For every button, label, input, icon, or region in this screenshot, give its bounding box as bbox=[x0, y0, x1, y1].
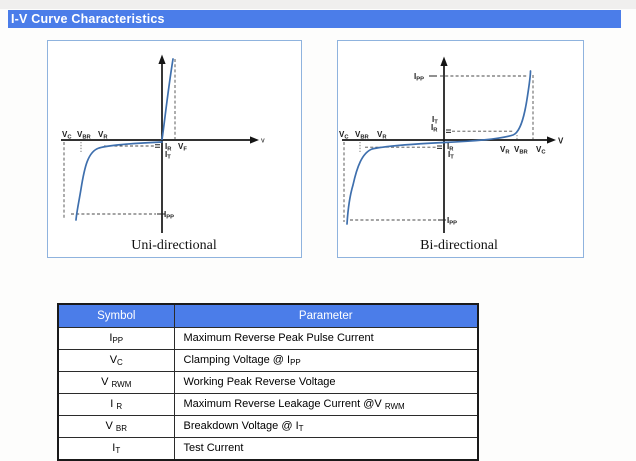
uni-directional-curve-svg: V VC VBR VR IR VF IT IPP Uni-directional bbox=[61, 54, 265, 253]
parameter-cell: Test Current bbox=[173, 437, 479, 461]
symbol-cell: VC bbox=[57, 349, 175, 372]
table-row: IPP Maximum Reverse Peak Pulse Current bbox=[57, 327, 479, 350]
peak-pulse-current-label: IPP bbox=[164, 210, 174, 220]
bidirectional-iv-curve bbox=[346, 70, 532, 225]
symbol-cell: V BR bbox=[57, 415, 175, 438]
table-row: V BR Breakdown Voltage @ IT bbox=[57, 415, 479, 438]
voltage-axis-label: V bbox=[261, 139, 265, 145]
breakdown-voltage-label: VBR bbox=[77, 130, 92, 140]
left-breakdown-voltage-label: VBR bbox=[355, 130, 370, 140]
table-header-row: Symbol Parameter bbox=[57, 303, 479, 328]
clamping-voltage-label: VC bbox=[62, 130, 72, 140]
current-axis-arrowhead bbox=[440, 56, 448, 66]
uni-directional-figure: V VC VBR VR IR VF IT IPP Uni-directional bbox=[47, 40, 302, 258]
parameter-cell: Breakdown Voltage @ IT bbox=[173, 415, 479, 438]
table-row: V RWM Working Peak Reverse Voltage bbox=[57, 371, 479, 394]
right-working-voltage-label: VR bbox=[500, 145, 510, 155]
bi-directional-caption: Bi-directional bbox=[420, 238, 498, 253]
reverse-breakdown-curve bbox=[75, 141, 163, 221]
parameter-cell: Working Peak Reverse Voltage bbox=[173, 371, 479, 394]
right-clamping-voltage-label: VC bbox=[536, 145, 546, 155]
parameter-cell: Clamping Voltage @ IPP bbox=[173, 349, 479, 372]
forward-conduction-curve bbox=[161, 58, 174, 141]
parameter-cell: Maximum Reverse Peak Pulse Current bbox=[173, 327, 479, 350]
working-voltage-label: VR bbox=[98, 130, 108, 140]
left-working-voltage-label: VR bbox=[377, 130, 387, 140]
upper-leakage-equals-tick bbox=[446, 129, 451, 133]
forward-voltage-label: VF bbox=[178, 142, 187, 152]
table-row: I R Maximum Reverse Leakage Current @V R… bbox=[57, 393, 479, 416]
symbol-cell: IPP bbox=[57, 327, 175, 350]
symbol-cell: V RWM bbox=[57, 371, 175, 394]
upper-test-current-label: IT bbox=[432, 115, 438, 125]
parameter-cell: Maximum Reverse Leakage Current @V RWM bbox=[173, 393, 479, 416]
voltage-axis-arrowhead bbox=[547, 136, 556, 144]
lower-leakage-current-label: IR bbox=[447, 142, 454, 152]
table-row: IT Test Current bbox=[57, 437, 479, 461]
voltage-axis-label: V bbox=[558, 137, 564, 146]
upper-leakage-current-label: IR bbox=[431, 123, 438, 133]
right-breakdown-voltage-label: VBR bbox=[514, 145, 529, 155]
symbol-cell: I R bbox=[57, 393, 175, 416]
test-current-label: IT bbox=[165, 150, 171, 160]
page-top-margin bbox=[0, 0, 636, 9]
voltage-axis-arrowhead bbox=[250, 136, 259, 144]
current-axis-arrowhead bbox=[158, 54, 166, 64]
symbol-cell: IT bbox=[57, 437, 175, 461]
parameter-column-header: Parameter bbox=[173, 303, 479, 328]
section-title: I-V Curve Characteristics bbox=[11, 12, 165, 26]
lower-test-current-label: IT bbox=[448, 150, 454, 160]
bottom-peak-pulse-current-label: IPP bbox=[447, 216, 457, 226]
left-clamping-voltage-label: VC bbox=[339, 130, 349, 140]
lower-leakage-equals-tick bbox=[437, 145, 442, 149]
bi-directional-curve-svg: V VC VBR VR VR VBR VC IPP IT IR bbox=[339, 56, 564, 253]
bi-directional-figure: V VC VBR VR VR VBR VC IPP IT IR bbox=[337, 40, 584, 258]
section-header-bar: I-V Curve Characteristics bbox=[8, 10, 621, 28]
parameter-table: Symbol Parameter IPP Maximum Reverse Pea… bbox=[57, 303, 479, 461]
leakage-current-label: IR bbox=[165, 142, 172, 152]
symbol-column-header: Symbol bbox=[57, 303, 175, 328]
top-peak-pulse-current-label: IPP bbox=[414, 72, 424, 82]
table-row: VC Clamping Voltage @ IPP bbox=[57, 349, 479, 372]
leakage-level-equals-tick bbox=[155, 144, 160, 148]
uni-directional-caption: Uni-directional bbox=[131, 238, 217, 253]
